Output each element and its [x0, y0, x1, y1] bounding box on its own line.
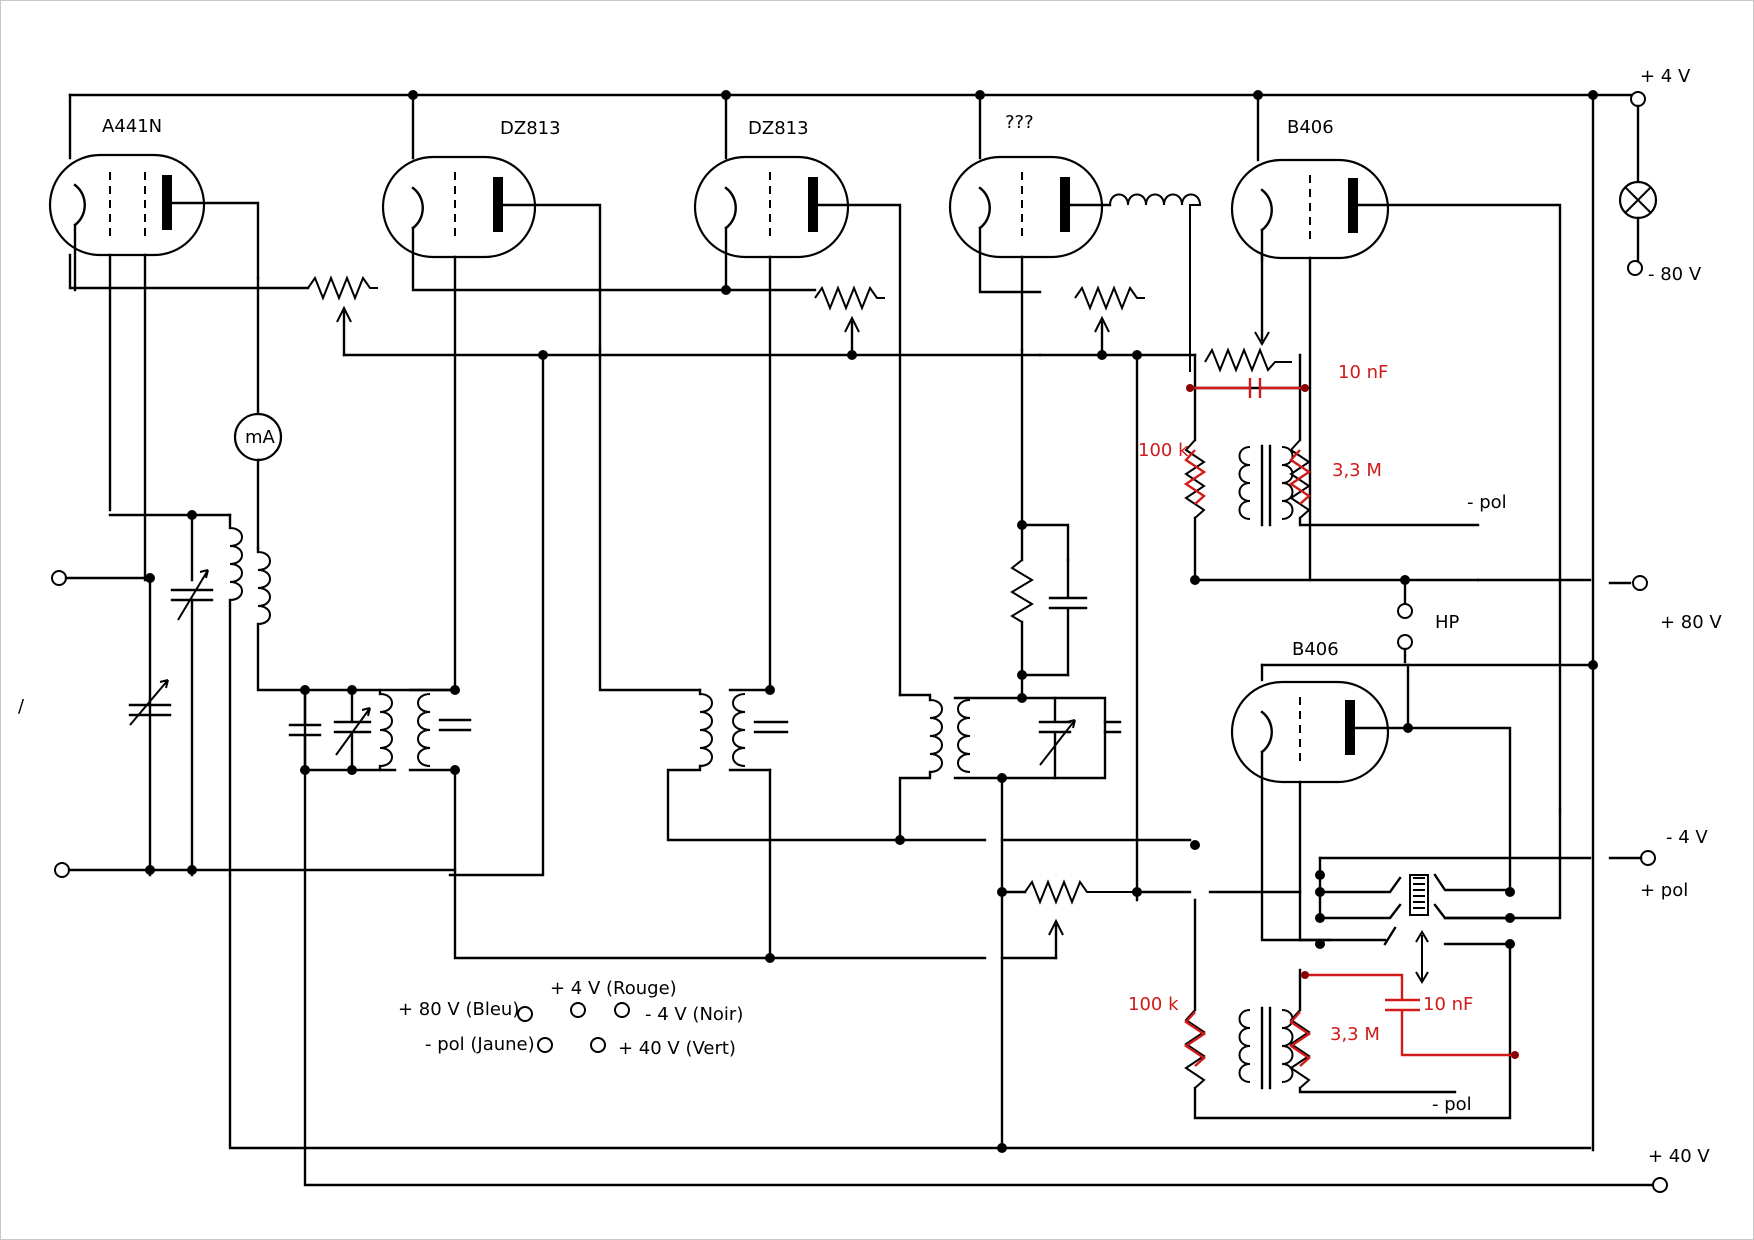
- supply-minus-80v: - 80 V: [1648, 264, 1702, 285]
- cap-label-upper: 10 nF: [1338, 362, 1388, 383]
- res-label-100k-upper: 100 k: [1138, 440, 1189, 461]
- input-stage: [51, 510, 1655, 1187]
- tuned-circuit-1: [288, 685, 987, 960]
- connector-minus-4v-noir: - 4 V (Noir): [645, 1004, 743, 1025]
- speaker-hp: [1397, 578, 1413, 664]
- meter-label: mA: [245, 427, 276, 448]
- coupling-stage-1: [1184, 353, 1480, 585]
- top-rail: [68, 90, 1642, 100]
- milliammeter: [233, 276, 283, 550]
- supply-plus-80v: + 80 V: [1660, 612, 1722, 633]
- tuned-circuit-2: [598, 348, 987, 963]
- res-label-33m-upper: 3,3 M: [1332, 460, 1382, 481]
- connector-plus-40v-vert: + 40 V (Vert): [618, 1038, 736, 1059]
- tube-label-dz813-1: DZ813: [500, 118, 561, 139]
- tube-label-a441n: A441N: [102, 116, 162, 137]
- pol-label-lower: - pol: [1432, 1094, 1472, 1115]
- coupling-stage-2: [1184, 840, 1512, 1120]
- pol-label-upper: - pol: [1467, 492, 1507, 513]
- supply-plus-pol: + pol: [1640, 880, 1688, 901]
- volume-pot: [997, 776, 1192, 1153]
- cap-label-lower: 10 nF: [1423, 994, 1473, 1015]
- tube-label-b406-lower: B406: [1292, 639, 1339, 660]
- coupling-red-2: [1183, 971, 1519, 1067]
- res-label-33m-lower: 3,3 M: [1330, 1024, 1380, 1045]
- tube-dz813-1: [381, 93, 732, 692]
- connector-legend: [517, 1002, 630, 1053]
- tube-label-unknown: ???: [1005, 112, 1034, 133]
- grid-bias-bus: [342, 347, 1292, 902]
- tube-label-b406-upper: B406: [1287, 117, 1334, 138]
- speaker-label: HP: [1435, 612, 1460, 633]
- tube-b406-lower: [1230, 663, 1512, 942]
- coupling-red-1: [1183, 378, 1312, 505]
- tube-a441n: [48, 93, 378, 582]
- tube-label-dz813-2: DZ813: [748, 118, 809, 139]
- tube-dz813-2: [693, 93, 902, 697]
- connector-minus-pol-jaune: - pol (Jaune): [425, 1034, 535, 1055]
- tuned-circuit-3: [895, 348, 1122, 845]
- tube-unknown: [948, 93, 1202, 372]
- supply-plus-4v: + 4 V: [1640, 66, 1691, 87]
- res-label-100k-lower: 100 k: [1128, 994, 1179, 1015]
- supply-rails: [1260, 91, 1668, 1193]
- supply-plus-40v: + 40 V: [1648, 1146, 1710, 1167]
- connector-plus-4v-rouge: + 4 V (Rouge): [550, 978, 677, 999]
- supply-minus-4v: - 4 V: [1666, 827, 1708, 848]
- tube-b406-upper: [1230, 93, 1562, 812]
- stray-mark: /: [18, 696, 25, 717]
- selector-switch: [1135, 808, 1592, 984]
- connector-plus-80v-bleu: + 80 V (Bleu): [398, 999, 519, 1020]
